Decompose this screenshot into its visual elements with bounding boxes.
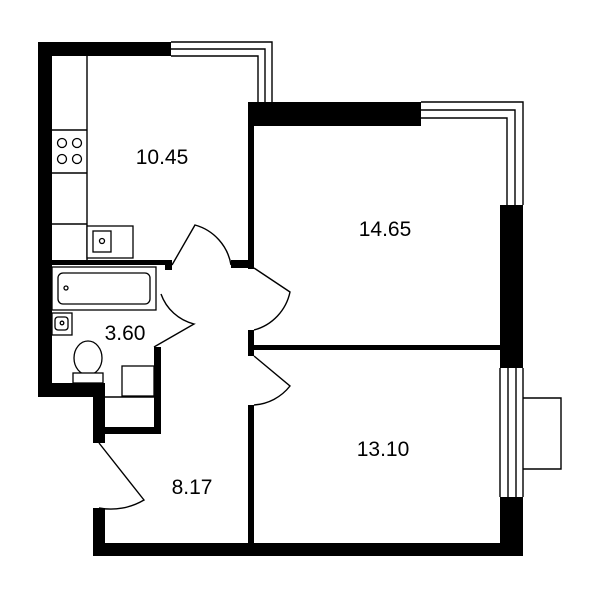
bathroom-area-label: 3.60 (105, 322, 146, 345)
kitchen-sink-icon (86, 225, 134, 259)
kitchen-area-label: 10.45 (136, 146, 189, 169)
bathtub-icon (51, 266, 157, 311)
bathroom-sink-icon (51, 312, 73, 336)
stove-icon (56, 137, 83, 165)
hallway-area-label: 8.17 (172, 476, 213, 499)
washing-machine-icon (121, 365, 155, 397)
doors (98, 224, 291, 510)
interior-walls (52, 126, 502, 545)
exterior-walls (38, 42, 523, 556)
bedroom-top-area-label: 14.65 (359, 218, 412, 241)
toilet-icon (72, 340, 104, 384)
bedroom-bottom-area-label: 13.10 (357, 438, 410, 461)
windows (171, 41, 562, 497)
